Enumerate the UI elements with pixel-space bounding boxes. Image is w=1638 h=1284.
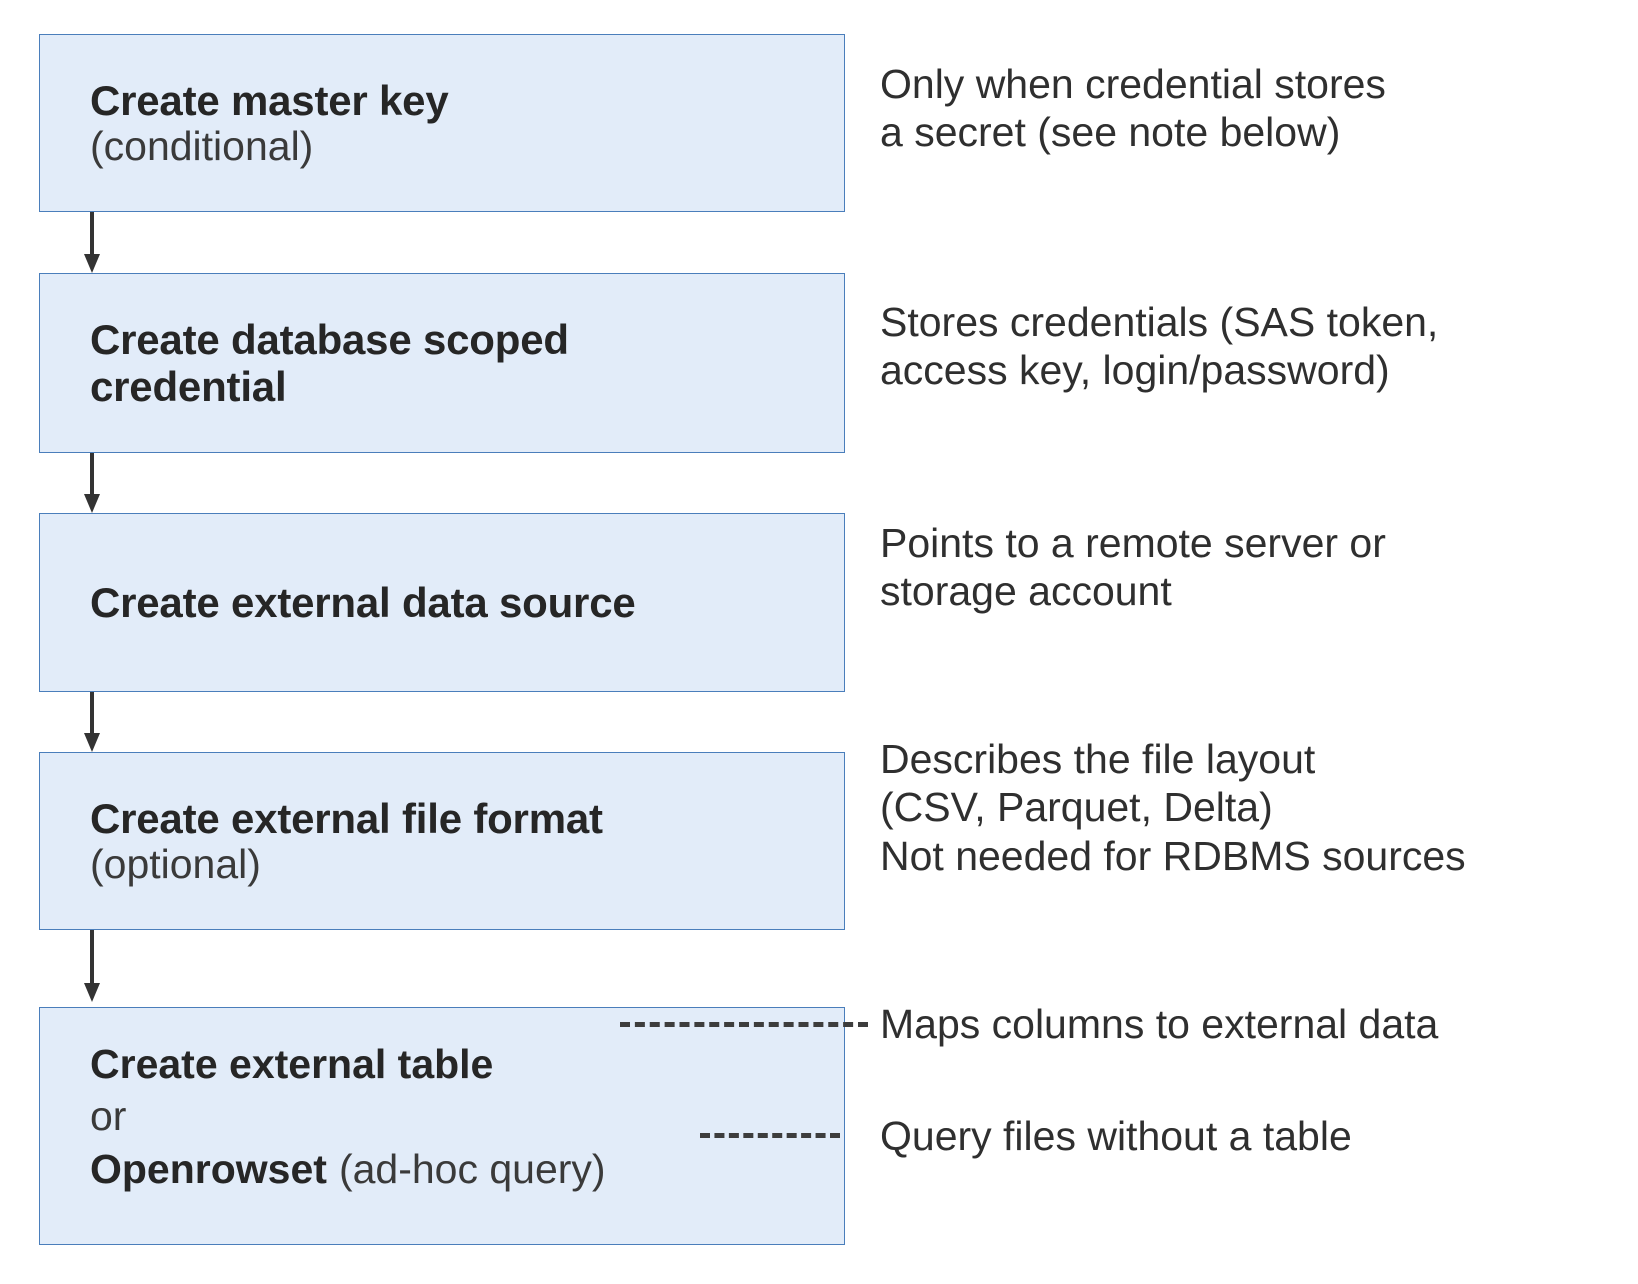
note-create-external-file-format: Describes the file layout (CSV, Parquet,… xyxy=(880,736,1466,879)
arrow-down-2 xyxy=(84,453,100,513)
dashed-connector-openrowset xyxy=(700,1133,840,1138)
step-box-create-database-scoped-credential[interactable]: Create database scoped credential xyxy=(39,273,845,453)
step-title: Create external file format xyxy=(90,794,603,842)
step-subtitle: (optional) xyxy=(90,840,261,887)
option-b-label: Openrowset xyxy=(90,1145,327,1192)
step-box-create-external-file-format[interactable]: Create external file format (optional) xyxy=(39,752,845,930)
step-title: Create database scoped credential xyxy=(90,315,569,410)
note-openrowset: Query files without a table xyxy=(880,1113,1352,1159)
arrow-down-1 xyxy=(84,212,100,273)
dashed-connector-external-table xyxy=(620,1022,868,1027)
step-title: Create master key xyxy=(90,76,449,124)
step-title: Create external data source xyxy=(90,578,636,626)
step-box-create-master-key[interactable]: Create master key (conditional) xyxy=(39,34,845,212)
note-create-database-scoped-credential: Stores credentials (SAS token, access ke… xyxy=(880,299,1439,394)
step-subtitle: (conditional) xyxy=(90,122,314,169)
note-create-master-key: Only when credential stores a secret (se… xyxy=(880,61,1386,156)
option-a-label: Create external table xyxy=(90,1041,494,1087)
note-create-external-data-source: Points to a remote server or storage acc… xyxy=(880,520,1386,615)
step-box-create-external-data-source[interactable]: Create external data source xyxy=(39,513,845,692)
note-create-external-table: Maps columns to external data xyxy=(880,1001,1439,1047)
step-box-create-external-table-or-openrowset[interactable]: Create external table or Openrowset (ad-… xyxy=(39,1007,845,1245)
option-b-line[interactable]: Openrowset (ad-hoc query) xyxy=(90,1143,830,1195)
option-separator: or xyxy=(90,1093,127,1140)
arrow-down-4 xyxy=(84,930,100,1007)
arrow-down-3 xyxy=(84,692,100,752)
option-b-suffix: (ad-hoc query) xyxy=(338,1145,606,1192)
option-a-line[interactable]: Create external table xyxy=(90,1038,830,1090)
